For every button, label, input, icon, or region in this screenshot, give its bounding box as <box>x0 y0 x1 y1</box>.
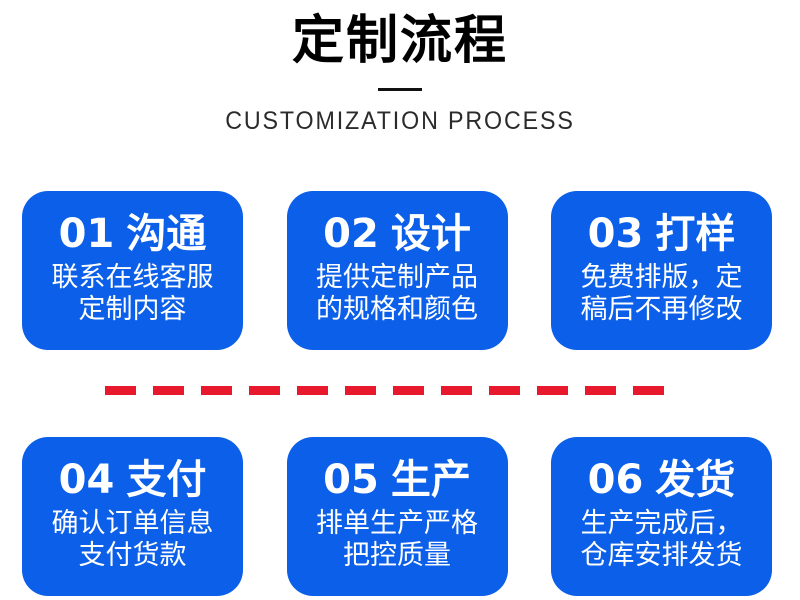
dashed-separator-dash <box>105 386 136 395</box>
step-card-02-number: 02 <box>323 210 379 257</box>
page-header: 定制流程 CUSTOMIZATION PROCESS <box>0 0 800 136</box>
step-card-04-number: 04 <box>58 456 115 503</box>
dashed-separator-dash <box>441 386 472 395</box>
dashed-separator-dash <box>585 386 616 395</box>
dashed-separator-dash <box>633 386 664 395</box>
step-card-05-description-line-1: 排单生产严格 <box>316 507 478 539</box>
process-steps-row-top: 01 沟通 联系在线客服 定制内容 02 设计 提供定制产品 的规格和颜色 03… <box>22 191 772 350</box>
step-card-05-heading: 05 生产 <box>323 460 471 500</box>
page-subtitle: CUSTOMIZATION PROCESS <box>225 106 575 135</box>
step-card-03-number: 03 <box>587 210 644 257</box>
page-title: 定制流程 <box>291 11 508 71</box>
step-card-04[interactable]: 04 支付 确认订单信息 支付货款 <box>22 437 243 596</box>
step-card-01-description-line-1: 联系在线客服 <box>51 261 214 293</box>
step-card-06-description: 生产完成后， 仓库安排发货 <box>581 508 743 572</box>
step-card-03-description-line-1: 免费排版，定 <box>580 261 743 293</box>
step-card-02-description: 提供定制产品 的规格和颜色 <box>316 262 478 326</box>
dashed-separator-dash <box>489 386 520 395</box>
step-card-02-title: 设计 <box>390 210 471 257</box>
step-card-03-description-line-2: 稿后不再修改 <box>580 293 743 325</box>
step-card-06-description-line-1: 生产完成后， <box>580 507 743 539</box>
step-card-01[interactable]: 01 沟通 联系在线客服 定制内容 <box>22 191 243 350</box>
step-card-03[interactable]: 03 打样 免费排版，定 稿后不再修改 <box>551 191 772 350</box>
dashed-separator-dash <box>249 386 280 395</box>
dashed-separator-dash <box>297 386 328 395</box>
dashed-separator-dash <box>153 386 184 395</box>
dashed-separator-dash <box>393 386 424 395</box>
step-card-04-heading: 04 支付 <box>59 460 207 500</box>
step-card-01-description: 联系在线客服 定制内容 <box>52 262 214 326</box>
step-card-02[interactable]: 02 设计 提供定制产品 的规格和颜色 <box>286 191 508 350</box>
step-card-01-heading: 01 沟通 <box>59 214 207 254</box>
step-card-02-description-line-1: 提供定制产品 <box>316 261 478 293</box>
process-steps-grid: 01 沟通 联系在线客服 定制内容 02 设计 提供定制产品 的规格和颜色 03… <box>22 191 772 596</box>
dashed-separator-dash <box>345 386 376 395</box>
step-card-03-heading: 03 打样 <box>588 214 736 254</box>
step-card-04-description-line-2: 支付货款 <box>78 539 187 571</box>
step-card-04-description: 确认订单信息 支付货款 <box>52 508 214 572</box>
title-divider-rule <box>378 87 422 91</box>
step-card-06-heading: 06 发货 <box>588 460 736 500</box>
step-card-01-description-line-2: 定制内容 <box>78 293 187 325</box>
step-card-02-description-line-2: 的规格和颜色 <box>316 293 478 325</box>
step-card-04-description-line-1: 确认订单信息 <box>51 507 214 539</box>
dashed-separator-dash <box>201 386 232 395</box>
step-card-04-title: 支付 <box>126 456 207 503</box>
dashed-separator-dash <box>537 386 568 395</box>
step-card-01-number: 01 <box>58 210 115 257</box>
step-card-06[interactable]: 06 发货 生产完成后， 仓库安排发货 <box>551 437 772 596</box>
step-card-03-title: 打样 <box>655 210 736 257</box>
step-card-05[interactable]: 05 生产 排单生产严格 把控质量 <box>286 437 508 596</box>
step-card-03-description: 免费排版，定 稿后不再修改 <box>581 262 743 326</box>
step-card-02-heading: 02 设计 <box>323 214 471 254</box>
step-card-06-description-line-2: 仓库安排发货 <box>580 539 743 571</box>
step-card-05-description-line-2: 把控质量 <box>343 539 451 571</box>
step-card-05-number: 05 <box>323 456 379 503</box>
step-card-06-title: 发货 <box>655 456 736 503</box>
step-card-05-title: 生产 <box>390 456 471 503</box>
step-card-05-description: 排单生产严格 把控质量 <box>316 508 478 572</box>
step-card-01-title: 沟通 <box>126 210 207 257</box>
step-card-06-number: 06 <box>587 456 644 503</box>
process-steps-row-bottom: 04 支付 确认订单信息 支付货款 05 生产 排单生产严格 把控质量 06 发… <box>22 437 772 596</box>
dashed-separator <box>105 386 671 395</box>
